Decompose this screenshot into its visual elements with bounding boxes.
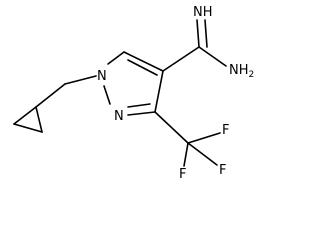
bond-camidine-nh2 <box>198 46 227 67</box>
bond-n2-n1 <box>103 85 111 105</box>
molecule-diagram: NH NH2 N N F F F <box>13 5 255 182</box>
bond-cp-ch2 <box>35 83 66 108</box>
bond-cp-1 <box>13 106 37 125</box>
atom-label-fluorine-2: F <box>219 163 226 178</box>
bond-ch2-n1 <box>64 75 97 85</box>
bond-c4-camidine <box>162 46 200 72</box>
bond-n1-c5 <box>107 51 125 65</box>
bond-cf3-f1 <box>187 132 221 144</box>
bond-camidine-nh-b <box>204 19 208 48</box>
bond-camidine-nh-a <box>196 19 200 48</box>
bond-c3-cf3 <box>154 111 189 144</box>
bond-c4-c3 <box>154 70 164 113</box>
bond-cf3-f3 <box>183 142 189 167</box>
bond-c3-n2 <box>127 111 156 116</box>
bond-c5-c4-inner <box>127 59 158 76</box>
atom-label-pyrazole-n2: N <box>114 109 124 124</box>
structure-drawing: NH NH2 N N F F F <box>13 5 254 182</box>
atom-label-amine: NH2 <box>229 63 254 80</box>
bond-c3-n2-inner <box>127 103 151 108</box>
atom-label-pyrazole-n1: N <box>97 69 107 84</box>
bond-cp-2 <box>13 123 43 133</box>
bond-c5-c4 <box>123 51 164 72</box>
atom-label-fluorine-3: F <box>179 167 186 182</box>
atom-label-fluorine-1: F <box>222 123 229 138</box>
bond-cp-3 <box>35 106 43 133</box>
bond-cf3-f2 <box>187 142 218 166</box>
atom-label-imine: NH <box>193 5 213 20</box>
